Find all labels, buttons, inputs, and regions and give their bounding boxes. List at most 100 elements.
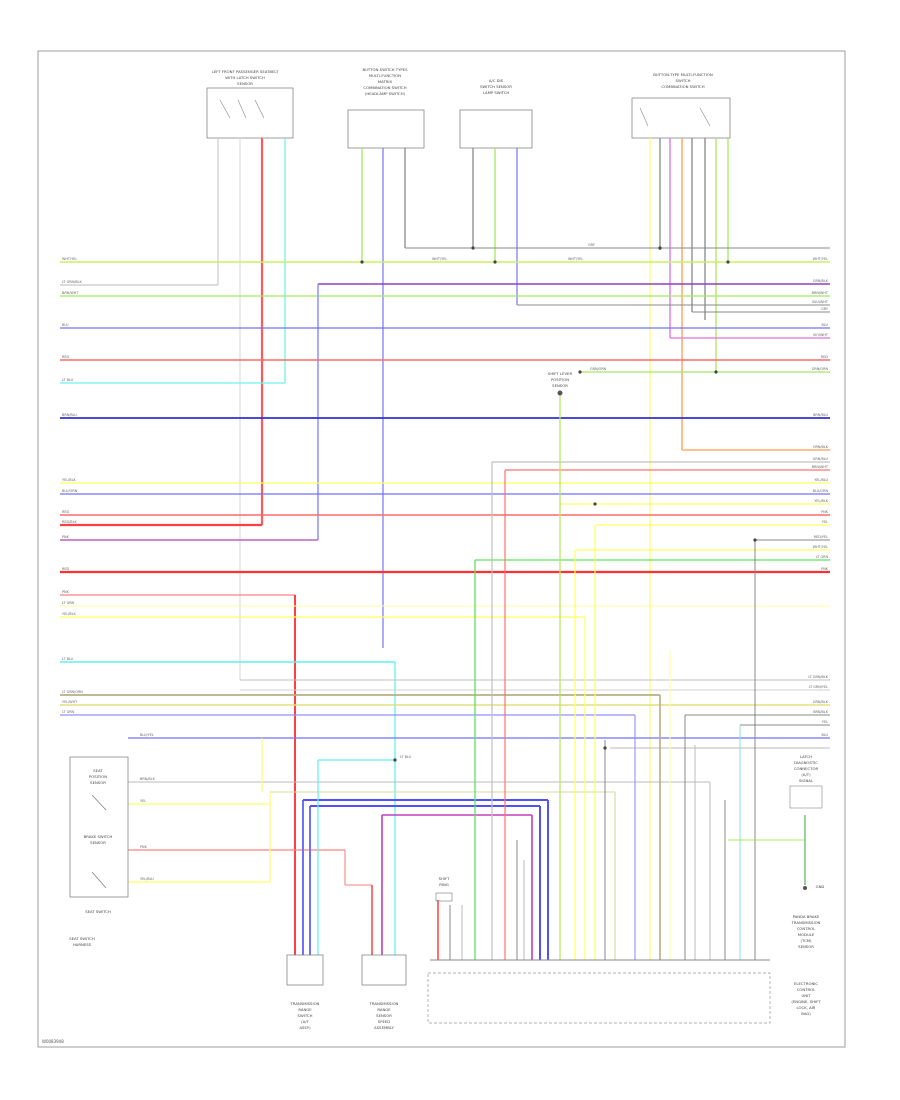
r-label-27: BLU	[821, 733, 828, 737]
mid-sensor-label-0: SHIFT LEVER	[548, 371, 573, 376]
wire-label-14: PNK	[62, 590, 70, 594]
r-label-24: GRN/BLK	[813, 700, 829, 704]
ecu-label-2: UNIT	[801, 993, 811, 998]
r-label-11: GRN/BLU	[813, 457, 829, 461]
ecu-label-4: LOCK, AIR	[797, 1005, 816, 1010]
right-top-mod-4: SIGNAL	[799, 778, 814, 783]
ground-label-2: RING	[439, 882, 449, 887]
bottom-mid-4: ASSEMBLY	[374, 1025, 394, 1030]
ecu-label-1: CONTROL	[797, 987, 816, 992]
r-label-14: BLU/ORN	[813, 489, 829, 493]
wire-labels-left: WHT/YEL LT GRN/BLK BRN/WHT BLU RED LT BL…	[62, 243, 607, 881]
ground-label: SHIFT	[439, 876, 451, 881]
component-right-top-mod: LATCH DIAGNOSTIC CONNECTOR (A/T) SIGNAL …	[789, 754, 825, 890]
r-label-1: GRN/BLK	[813, 279, 829, 283]
right-bottom-mod-3: MODULE	[798, 932, 815, 937]
top1-label-1: WITH LATCH SWITCH	[225, 75, 265, 80]
wire-label-8: YEL/BLK	[62, 478, 76, 482]
r-label-26: YEL	[822, 720, 828, 724]
wire-label-6: LT BLU	[62, 378, 74, 382]
wire-label-19: YEL/WHT	[62, 700, 78, 704]
r-label-2: BRN/WHT	[812, 291, 829, 295]
diagram-frame	[37, 50, 846, 1048]
top2-label-3: COMBINATION SWITCH	[363, 85, 406, 90]
ground-label-gnd: GND	[816, 884, 825, 889]
seat-switch-b-0: BRAKE SWITCH	[84, 834, 113, 839]
top2-label-4: (HEADLAMP SWITCH)	[365, 91, 406, 96]
bus-wires	[60, 247, 830, 955]
seat-switch-a-1: POSITION	[89, 774, 107, 779]
wire-label-21: BLU/YEL	[140, 733, 154, 737]
right-bottom-mod-4: (TCM)	[801, 938, 813, 943]
top3-label-0: A/C DIS	[489, 78, 504, 83]
component-bottom-mid: TRANSMISSION RANGE SENSOR SPEED ASSEMBLY	[361, 954, 407, 1030]
wire-label-12: PNK	[62, 535, 70, 539]
wire-label-3: BRN/WHT	[62, 291, 79, 295]
right-bottom-mod-1: TRANSMISSION	[791, 920, 821, 925]
wire-label-7: BRN/BLU	[62, 413, 77, 417]
r-label-19: WHT/YEL	[813, 545, 828, 549]
right-bottom-mod-0: PANDA BRAKE	[793, 914, 820, 919]
ecu-label-3: (ENGINE, SHIFT	[791, 999, 821, 1004]
r-label-21: PNK	[821, 567, 829, 571]
ecu-label-5: BAG)	[801, 1011, 811, 1016]
r-label-20: LT GRN	[816, 555, 829, 559]
wire-labels-right: WHT/YEL GRN/BLK BRN/WHT BLU/WHT GRY BLU …	[808, 257, 829, 737]
wire-label-5: RED	[62, 355, 69, 359]
bottom-left-3: (A/T	[301, 1019, 309, 1024]
right-top-mod-3: (A/T)	[801, 772, 811, 777]
ecu-label-0: ELECTRONIC	[794, 981, 818, 986]
component-ecu: SHIFT RING	[427, 876, 771, 1024]
component-top3: A/C DIS SWITCH SENSOR LAMP SWITCH	[459, 78, 533, 149]
wire-label-15: LT GRN	[62, 601, 75, 605]
seat-harness-1: HARNESS	[73, 942, 92, 947]
wire-label-4: BLU	[62, 323, 69, 327]
bottom-left-0: TRANSMISSION	[290, 1001, 320, 1006]
r-label-4: GRY	[821, 307, 829, 311]
r-label-16: PNK	[821, 510, 829, 514]
top2-label-0: BUTTON-SWITCH TYPES	[363, 67, 409, 72]
seat-switch-b-1: SENSOR	[90, 840, 106, 845]
r-label-17: YEL	[822, 520, 828, 524]
top3-label-2: LAMP SWITCH	[483, 90, 510, 95]
figure-id: W0083948	[42, 1039, 64, 1044]
r-label-22: LT GRN/BLK	[808, 675, 828, 679]
top4-label-1: SWITCH	[676, 78, 691, 83]
top2-label-2: MATRIX	[378, 79, 393, 84]
wire-label-22: BRN/BLK	[140, 777, 156, 781]
right-bottom-mod-5: SENSOR	[798, 944, 814, 949]
r-label-23: LT GRN/YEL	[809, 685, 828, 689]
wire-label-25: YEL/BLU	[140, 877, 154, 881]
right-top-mod-0: LATCH	[800, 754, 812, 759]
bottom-mid-1: RANGE	[377, 1007, 391, 1012]
top3-label-1: SWITCH SENSOR	[480, 84, 512, 89]
top1-label-0: LEFT FRONT PASSENGER SEATBELT	[212, 69, 279, 74]
component-seat-switch: SEAT POSITION SENSOR BRAKE SWITCH SENSOR…	[69, 756, 129, 947]
bottom-left-1: RANGE	[298, 1007, 312, 1012]
r-label-6: VIO/WHT	[813, 333, 829, 337]
top4-label-2: COMBINATION SWITCH	[661, 84, 704, 89]
wire-label-28: WHT/YEL	[432, 257, 447, 261]
wire-label-17: LT BLU	[62, 657, 74, 661]
wire-label-9: BLU/ORN	[62, 489, 78, 493]
bottom-left-4: ASSY)	[299, 1025, 311, 1030]
wire-label-27: GRN/ORN	[590, 367, 607, 371]
bottom-mid-2: SENSOR	[376, 1013, 392, 1018]
top4-label-0: BUTTON-TYPE MULTI-FUNCTION	[653, 72, 713, 77]
r-label-8: GRN/ORN	[812, 367, 829, 371]
wire-label-30: GRY	[588, 243, 596, 247]
component-bottom-left: TRANSMISSION RANGE SWITCH (A/T ASSY)	[286, 954, 324, 1030]
bottom-drops	[261, 395, 806, 960]
wire-label-13: RED	[62, 567, 69, 571]
component-top1: LEFT FRONT PASSENGER SEATBELT WITH LATCH…	[206, 69, 294, 139]
component-right-bottom-mod: PANDA BRAKE TRANSMISSION CONTROL MODULE …	[791, 914, 822, 1016]
wire-label-18: LT GRN/ORN	[62, 690, 83, 694]
wire-label-2: LT GRN/BLK	[62, 280, 82, 284]
r-label-5: BLU	[821, 323, 828, 327]
top1-label-2: SENSOR	[237, 81, 253, 86]
bottom-mid-3: SPEED	[378, 1019, 390, 1024]
right-bottom-mod-2: CONTROL	[797, 926, 816, 931]
mid-sensor-label-1: POSITION	[551, 377, 569, 382]
right-top-mod-2: CONNECTOR	[794, 766, 819, 771]
